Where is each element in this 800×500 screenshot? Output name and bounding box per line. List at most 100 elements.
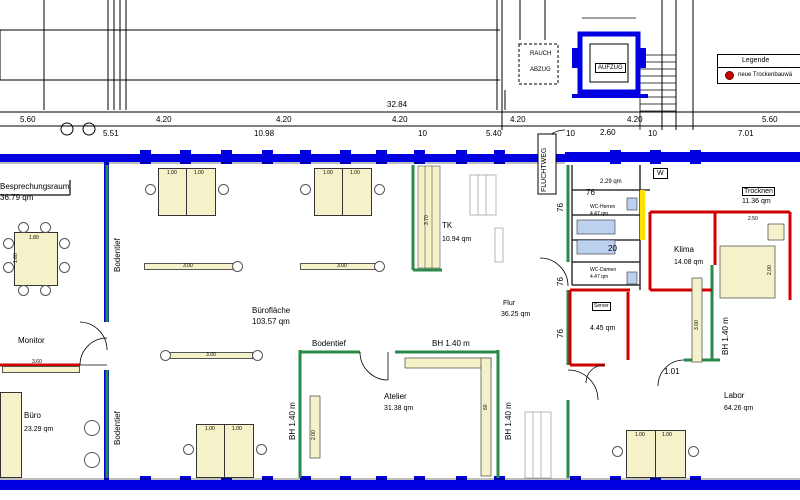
dim-250: 2.50 (748, 216, 758, 222)
chair (84, 452, 100, 468)
chair (3, 238, 14, 249)
legend-box: Legende neue Trockenbauwä (717, 54, 800, 84)
yellow-accent (640, 190, 645, 240)
chair (18, 285, 29, 296)
meeting-table: 1.80 1.60 (13, 232, 58, 286)
window-strips (0, 162, 800, 480)
room-flur-area: 36.25 qm (501, 311, 531, 318)
red-partitions (0, 210, 792, 367)
green-partitions (105, 165, 720, 478)
room-labor-area: 64.26 qm (724, 405, 754, 412)
dim-top-0: 5.60 (20, 115, 36, 124)
room-labor-name: Labor (724, 391, 745, 400)
dim-mid-5: 10 (648, 129, 657, 138)
dim-top-2: 4.20 (276, 115, 292, 124)
room-wc-herren-name: WC-Herren (590, 204, 616, 210)
room-tk-area: 10.94 qm (442, 236, 472, 243)
dim-mid-3: 5.40 (486, 129, 502, 138)
monitor-label: Monitor (18, 336, 45, 345)
dim-mid-1: 10.98 (254, 129, 275, 138)
desk-dim: 1.00 (205, 426, 215, 432)
room-wc-damen-name: WC-Damen (590, 267, 617, 273)
monitor-dim: 3.60 (32, 359, 42, 365)
meeting-table-dim-h: 1.60 (13, 253, 19, 263)
bodentief-label-2: Bodentief (113, 411, 122, 445)
dim-76-a: 76 (586, 188, 595, 197)
labor-counter-dim: 2.00 (767, 265, 773, 275)
monitor-desk (2, 366, 80, 373)
door-swings (79, 129, 685, 401)
desk-dim: 1.00 (167, 170, 177, 176)
chair (612, 446, 623, 457)
desk-cluster-1: 1.00 1.00 (158, 168, 216, 216)
atelier-counter (309, 357, 492, 477)
chair (84, 420, 100, 436)
dim-101: 1.01 (664, 367, 680, 376)
dim-top-5: 2.60 (600, 128, 616, 137)
dim-76-b: 76 (556, 203, 565, 212)
labor-counters (691, 223, 785, 363)
room-wc-herren-area: 4.47 qm (590, 211, 609, 217)
dim-mid-0: 5.51 (103, 129, 119, 138)
desk-dim: 1.00 (662, 432, 672, 438)
room-besprechung-name: Besprechungsraum (0, 182, 70, 191)
desk-dim: 1.00 (635, 432, 645, 438)
chair (40, 222, 51, 233)
wall-piers-top (140, 150, 701, 164)
dim-370: 3.70 (424, 215, 430, 225)
bodentief-label-3: Bodentief (312, 339, 346, 348)
room-flur-name: Flur (503, 300, 516, 307)
dim-top-1: 4.20 (156, 115, 172, 124)
chair (252, 350, 263, 361)
abzug-label: ABZUG (530, 67, 551, 73)
dim-top-3: 4.20 (392, 115, 408, 124)
chair (256, 444, 267, 455)
smoke-vent-box (518, 43, 559, 85)
room-tk-name: TK (442, 221, 453, 230)
room-buero-name: Büro (24, 411, 41, 420)
chair (232, 261, 243, 272)
room-klima-name: Klima (674, 245, 695, 254)
office-desk (0, 392, 22, 478)
column-markers (60, 122, 96, 136)
chair (374, 184, 385, 195)
tk-shelving (417, 165, 441, 269)
bh-label-left: BH 1.40 m (288, 402, 297, 440)
chair (374, 261, 385, 272)
bench: 3.00 (300, 263, 380, 270)
chair (160, 350, 171, 361)
atelier-counter-dim: 2.00 (311, 430, 317, 440)
meeting-table-dim-w: 1.80 (29, 235, 39, 241)
dim-mid-6: 7.01 (738, 129, 754, 138)
dim-76-d: 76 (556, 277, 565, 286)
labor-desk-cluster: 1.00 1.00 (626, 430, 686, 478)
legend-entry: neue Trockenbauwä (738, 72, 793, 78)
overall-dimension: 32.84 (387, 100, 408, 109)
chair (300, 184, 311, 195)
room-server-name: Server (592, 302, 611, 311)
dim-top-4: 4.20 (510, 115, 526, 124)
room-wc-small-area: 2.29 qm (600, 179, 622, 185)
w-label: W (653, 168, 668, 179)
chair (59, 262, 70, 273)
room-server-area: 4.45 qm (590, 325, 616, 332)
room-buero-area: 23.29 qm (24, 426, 54, 433)
aufzug-label: AUFZUG (595, 63, 626, 73)
chair (18, 222, 29, 233)
fluchtweg-label: FLUCHTWEG (541, 147, 548, 192)
dim-top-7: 5.60 (762, 115, 778, 124)
room-besprechung-area: 36.79 qm (0, 193, 34, 202)
bh-label-labor: BH 1.40 m (721, 317, 730, 355)
room-atelier-name: Atelier (384, 392, 407, 401)
chair (183, 444, 194, 455)
desk-dim: 1.00 (232, 426, 242, 432)
desk-dim: 1.00 (194, 170, 204, 176)
desk-cluster-2: 1.00 1.00 (314, 168, 372, 216)
flur-shelving (469, 174, 552, 479)
room-trocknen-area: 11.36 qm (742, 198, 771, 205)
dim-top-6: 4.20 (627, 115, 643, 124)
top-structure-lines (0, 0, 800, 130)
dim-20: 20 (608, 244, 617, 253)
bench-dim: 3.00 (337, 263, 347, 269)
